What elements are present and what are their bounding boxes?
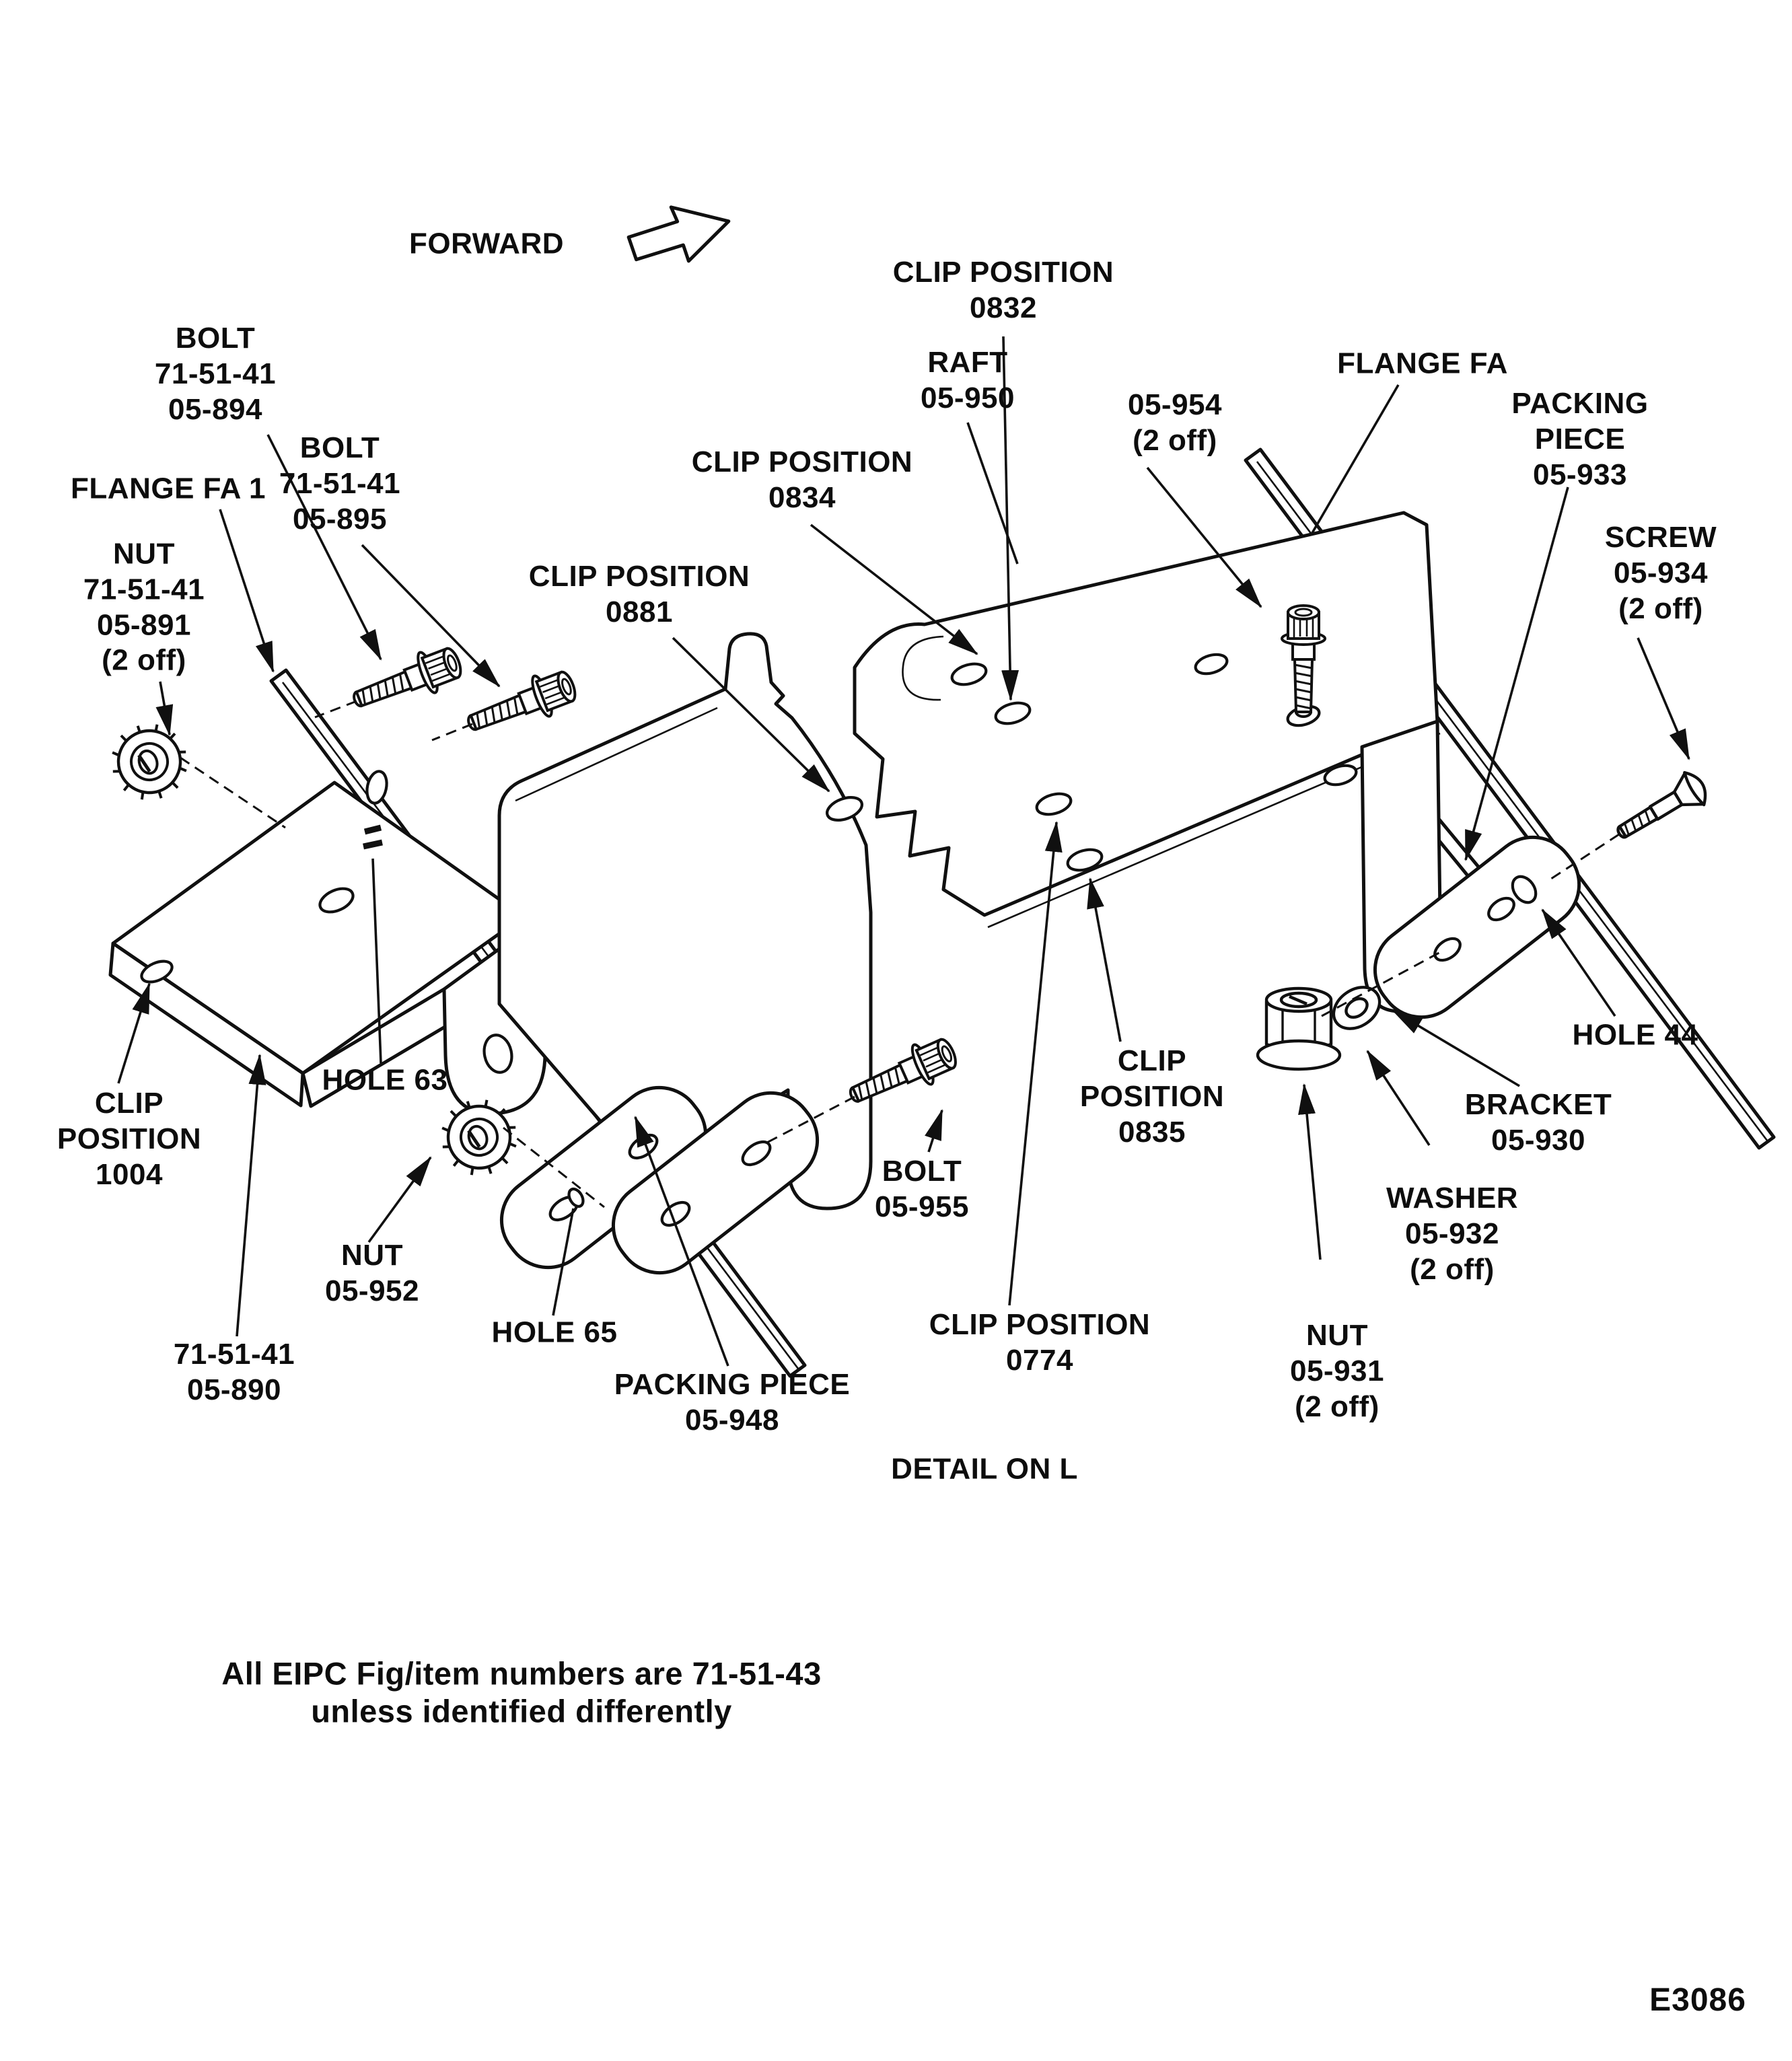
callout-clip-position-0774: CLIP POSITION 0774: [929, 1308, 1151, 1377]
callout-nut-05-891: NUT 71-51-41 05-891 (2 off): [83, 537, 205, 677]
callout-nut-05-952: NUT 05-952: [324, 1239, 420, 1307]
hole-44-mark: [1511, 875, 1538, 904]
callout-bolt-05-895: BOLT 71-51-41 05-895: [279, 431, 401, 536]
callout-clip-position-0832: CLIP POSITION 0832: [892, 256, 1114, 324]
callout-clip-position-0881: CLIP POSITION 0881: [528, 560, 750, 628]
figure-code: E3086: [1649, 1982, 1746, 2019]
callout-clip-position-0835: CLIP POSITION 0835: [1079, 1044, 1225, 1149]
bolt-05-894-part: [345, 639, 468, 722]
raft-plate: [853, 511, 1441, 929]
detail-on-l-label: DETAIL ON L: [891, 1452, 1078, 1486]
forward-label: FORWARD: [408, 227, 565, 260]
nut-05-931-part: [1256, 986, 1342, 1071]
callout-raft-05-950: RAFT 05-950: [920, 346, 1015, 414]
callout-packing-05-933: PACKING PIECE 05-933: [1511, 386, 1649, 491]
nut-952-axis-line: [503, 1126, 605, 1208]
bolt-05-895-part: [460, 663, 582, 746]
nut-891-axis-line: [180, 756, 286, 829]
screw-05-934-part: [1616, 770, 1707, 839]
callout-hole-44: HOLE 44: [1572, 1018, 1698, 1052]
callout-05-954: 05-954 (2 off): [1127, 388, 1223, 457]
screw-934-axis-line: [1548, 833, 1620, 881]
callout-washer-05-932: WASHER 05-932 (2 off): [1386, 1181, 1519, 1286]
callout-flange-fa: FLANGE FA: [1337, 347, 1508, 380]
callout-clip-position-1004: CLIP POSITION 1004: [57, 1086, 202, 1191]
nut-05-891-part: [102, 714, 196, 809]
callout-bolt-05-955: BOLT 05-955: [874, 1155, 970, 1223]
forward-arrow-icon: [626, 205, 731, 263]
callout-packing-05-948: PACKING PIECE 05-948: [614, 1368, 851, 1437]
callout-screw-05-934: SCREW 05-934 (2 off): [1604, 520, 1717, 625]
callout-bracket-05-930: BRACKET 05-930: [1464, 1088, 1612, 1157]
nut-931-axis-line: [1321, 949, 1445, 1017]
callout-bolt-05-894: BOLT 71-51-41 05-894: [154, 321, 277, 426]
left-clip-bracket: [108, 770, 547, 1116]
callout-05-890: 71-51-41 05-890: [173, 1338, 295, 1406]
hole-63-mark: [363, 824, 383, 850]
callout-clip-position-0834: CLIP POSITION 0834: [691, 445, 913, 514]
bolt-894-axis-line: [314, 700, 357, 719]
channel-bracket: [497, 632, 873, 1275]
washer-05-932-part: [1332, 986, 1382, 1030]
callout-hole-63: HOLE 63: [322, 1063, 448, 1097]
link-strap-front: [611, 1091, 820, 1275]
callout-nut-05-931: NUT 05-931 (2 off): [1289, 1318, 1385, 1423]
bolt-895-axis-line: [431, 723, 473, 742]
leader-lines: [117, 336, 1690, 1367]
eipc-note: All EIPC Fig/item numbers are 71-51-43 u…: [221, 1655, 822, 1729]
hole-65-mark: [567, 1187, 585, 1208]
callout-hole-65: HOLE 65: [491, 1315, 618, 1349]
callout-flange-fa1: FLANGE FA 1: [71, 472, 266, 505]
